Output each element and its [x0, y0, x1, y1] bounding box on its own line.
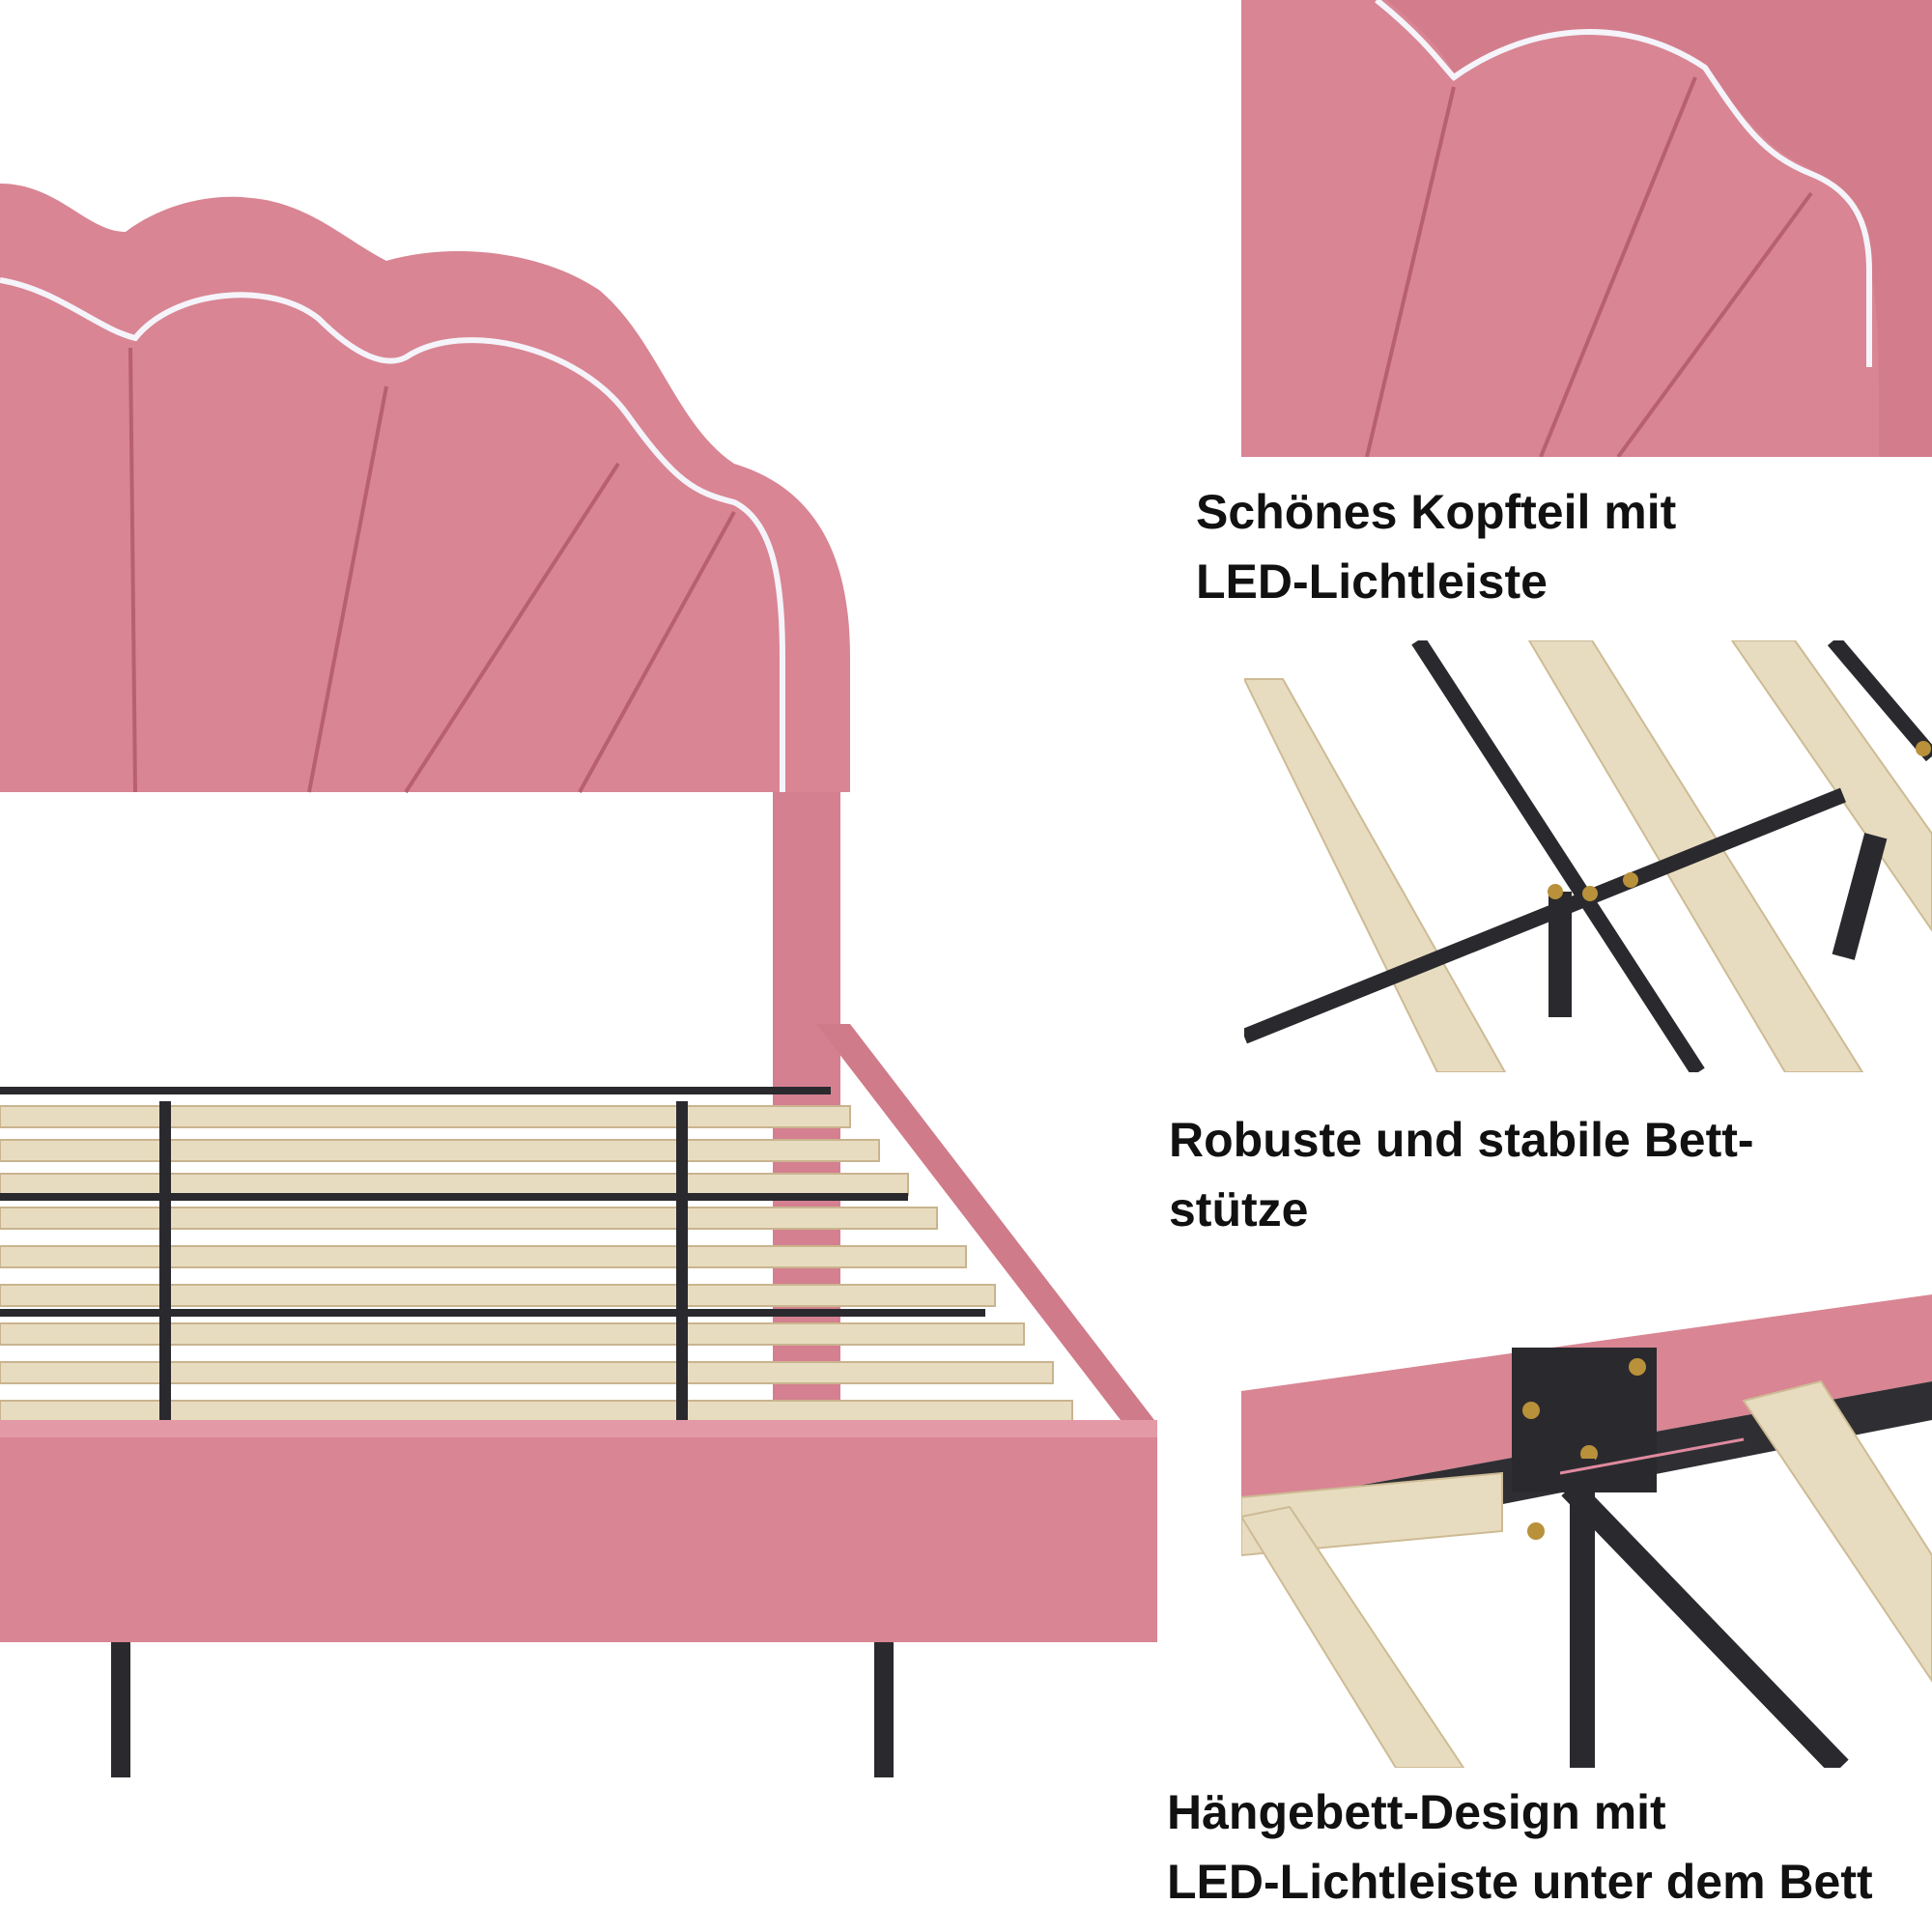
caption-headboard-line1: Schönes Kopfteil mit — [1196, 485, 1677, 539]
caption-headboard: Schönes Kopfteil mit LED-Lichtleiste — [1196, 477, 1676, 616]
bed-main-photo — [0, 174, 1169, 1816]
floating-design-photo — [1241, 1265, 1932, 1768]
caption-floating-line2: LED-Lichtleiste unter dem Bett — [1167, 1855, 1873, 1909]
caption-headboard-line2: LED-Lichtleiste — [1196, 554, 1548, 609]
caption-support: Robuste und stabile Bett- stütze — [1169, 1105, 1754, 1244]
caption-support-line1: Robuste und stabile Bett- — [1169, 1113, 1754, 1167]
headboard-detail-photo — [1241, 0, 1932, 457]
caption-floating: Hängebett-Design mit LED-Lichtleiste unt… — [1167, 1777, 1873, 1917]
caption-floating-line1: Hängebett-Design mit — [1167, 1785, 1666, 1839]
support-detail-photo — [1244, 640, 1932, 1072]
caption-support-line2: stütze — [1169, 1182, 1309, 1236]
